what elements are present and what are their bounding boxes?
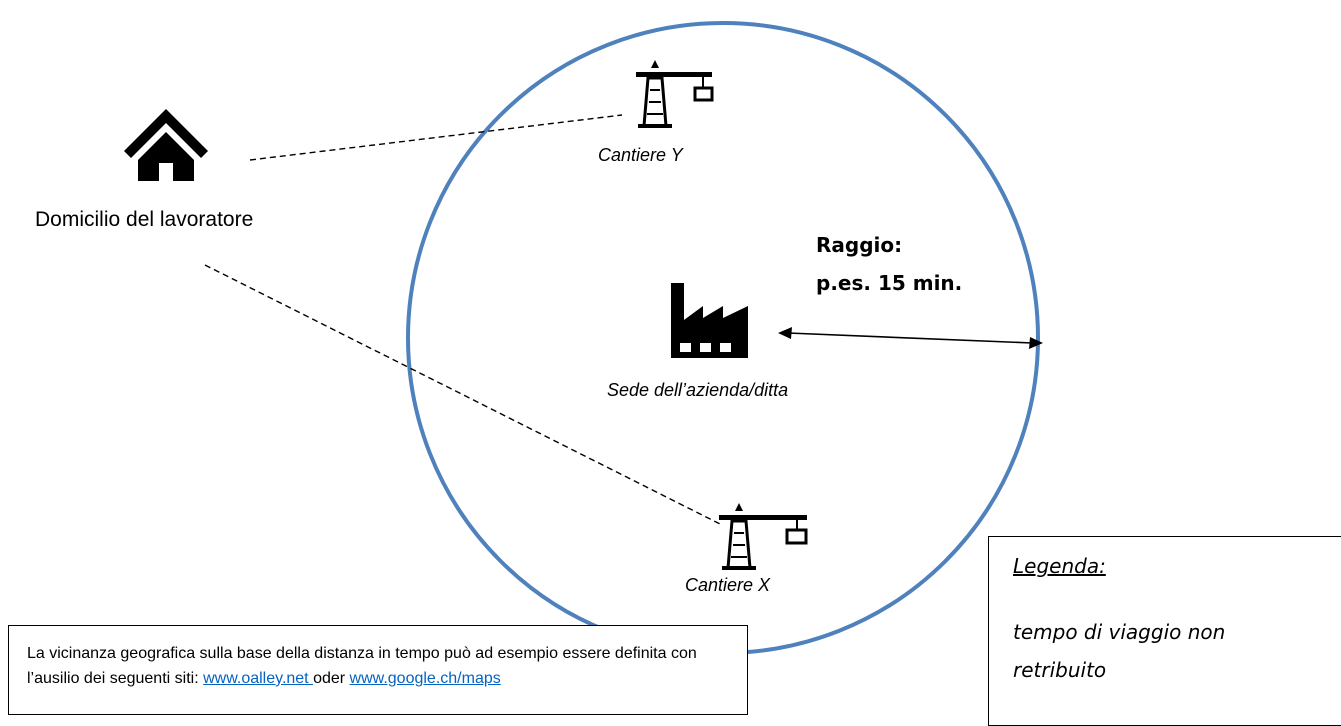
crane-icon-site-y [636,60,714,128]
home-label: Domicilio del lavoratore [35,208,254,231]
legend-description: tempo di viaggio non retribuito [1013,620,1226,682]
radius-arrow [778,327,1043,349]
crane-icon-site-x [719,503,808,570]
diagram-canvas: Domicilio del lavoratore Cantiere Y Sede… [8,21,1341,726]
note-text-middle: oder [313,670,350,687]
travel-line-to-site-y [249,114,623,161]
site-x-label: Cantiere X [685,575,771,595]
travel-line-to-site-x [204,264,723,526]
site-y-label: Cantiere Y [598,145,683,165]
factory-icon [671,283,748,358]
legend-title: Legenda: [1013,554,1106,578]
google-maps-link[interactable]: www.google.ch/maps [349,670,501,687]
legend-box: Legenda: tempo di viaggio non retribuito [988,536,1341,726]
note-text: La vicinanza geografica sulla base della… [27,645,697,687]
house-icon [124,109,208,181]
oalley-link[interactable]: www.oalley.net [203,670,314,687]
radius-value: p.es. 15 min. [816,271,963,295]
headquarters-label: Sede dell’azienda/ditta [607,380,789,400]
note-box: La vicinanza geografica sulla base della… [8,625,748,715]
radius-title: Raggio: [816,233,903,257]
